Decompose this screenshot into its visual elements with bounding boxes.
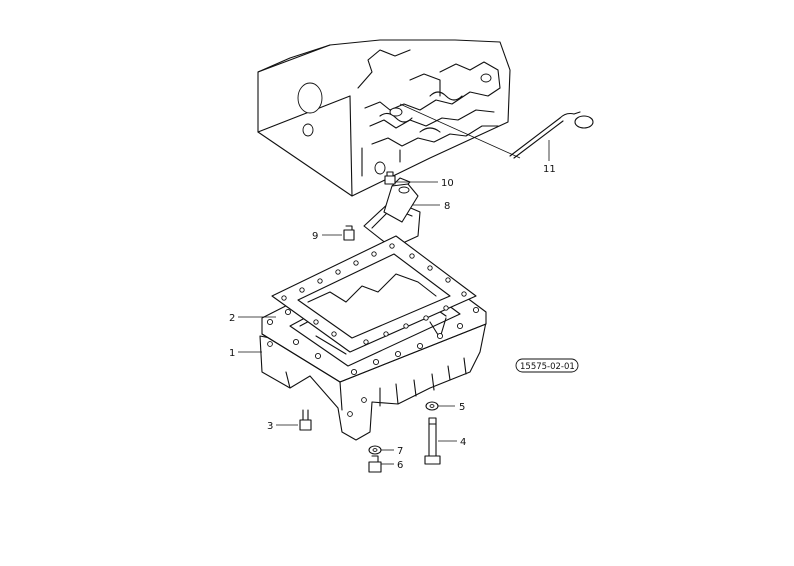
callout-11: 11 [543,140,556,175]
callout-3-label: 3 [267,421,273,432]
reference-code: 15575-02-01 [520,362,575,372]
dipstick [509,111,594,159]
strainer-nut [343,225,355,241]
callout-8: 8 [412,201,450,212]
callout-8-label: 8 [444,201,450,212]
callout-6: 6 [381,460,403,471]
callout-10-label: 10 [441,178,454,189]
drain-plug-6 [368,455,382,473]
callout-10: 10 [396,178,454,189]
callout-2-label: 2 [229,313,235,324]
callout-5: 5 [438,402,465,413]
callout-7-label: 7 [397,446,403,457]
bolt-4 [424,417,441,465]
callout-6-label: 6 [397,460,403,471]
callout-3: 3 [267,421,298,432]
oil-strainer [363,177,421,249]
callout-1-label: 1 [229,348,235,359]
strainer-bolt [384,171,396,185]
callout-4: 4 [438,437,466,448]
callout-7: 7 [381,446,403,457]
gasket-7 [368,445,382,455]
reference-badge: 15575-02-01 [515,358,579,373]
washer-5 [425,401,439,411]
callout-4-label: 4 [460,437,466,448]
callout-11-label: 11 [543,164,556,175]
bolt-3 [299,409,312,431]
callout-1: 1 [229,348,262,359]
engine-block [257,39,511,197]
callout-9-label: 9 [312,231,318,242]
callout-5-label: 5 [459,402,465,413]
callout-2: 2 [229,313,276,324]
oil-pan-gasket [271,235,477,353]
callout-9: 9 [312,231,342,242]
